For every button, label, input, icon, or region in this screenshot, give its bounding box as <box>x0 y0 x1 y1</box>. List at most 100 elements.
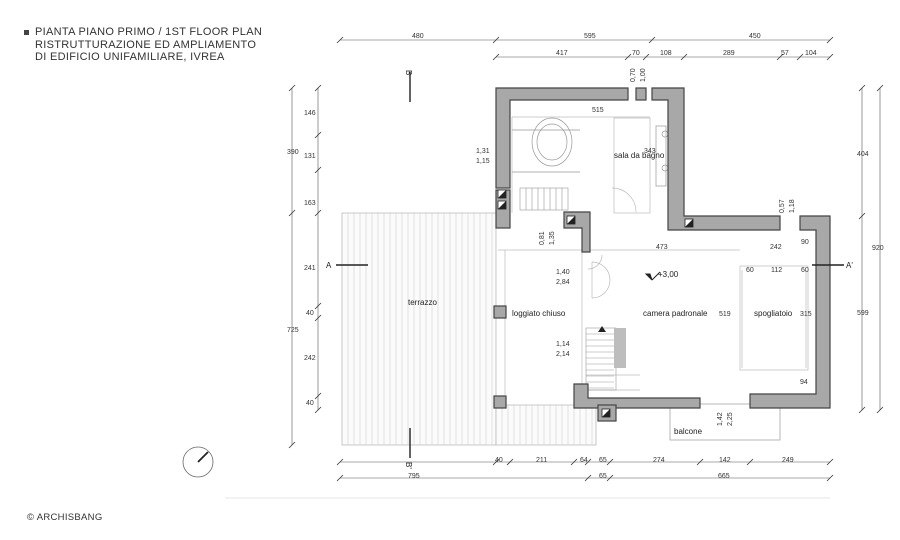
dim-left-241: 241 <box>304 265 316 272</box>
dimension-tick <box>314 406 322 414</box>
dim-bath-343: 343 <box>644 148 656 155</box>
dimension-tick <box>680 53 688 61</box>
dim-bot-142: 142 <box>719 457 731 464</box>
room-label-master: camera padronale <box>643 309 708 318</box>
dim-left-242: 242 <box>304 355 316 362</box>
dim-left-725: 725 <box>287 327 299 334</box>
dimension-tick <box>314 392 322 400</box>
room-label-terrace: terrazzo <box>408 298 437 307</box>
dimension-tick <box>624 53 632 61</box>
dim-right-404: 404 <box>857 151 869 158</box>
dim-win-stair-a: 0,81 <box>539 231 546 245</box>
dim-242: 242 <box>770 244 782 251</box>
room-label-balcony: balcone <box>674 427 703 436</box>
dimension-tick <box>288 84 296 92</box>
dim-left-40: 40 <box>306 310 314 317</box>
dimension-tick <box>314 209 322 217</box>
dim-top-289: 289 <box>723 50 735 57</box>
dim-right-920: 920 <box>872 245 884 252</box>
dimension-tick <box>696 458 704 466</box>
dim-top-450: 450 <box>749 33 761 40</box>
dim-top-104: 104 <box>805 50 817 57</box>
dimension-tick <box>858 212 866 220</box>
dim-519: 519 <box>719 311 731 318</box>
dimension-tick <box>492 53 500 61</box>
dim-top-108: 108 <box>660 50 672 57</box>
chimney-markers <box>497 189 694 418</box>
dimension-tick <box>288 209 296 217</box>
dimension-tick <box>314 314 322 322</box>
dimension-tick <box>796 53 804 61</box>
dim-bot-64: 64 <box>580 457 588 464</box>
dimension-tick <box>776 53 784 61</box>
dim-win-top-b: 1,00 <box>640 68 647 82</box>
dimension-tick <box>314 131 322 139</box>
dim-bot-249: 249 <box>782 457 794 464</box>
dimension-tick <box>506 458 514 466</box>
dim-bot-65b: 65 <box>599 473 607 480</box>
dim-bot-665: 665 <box>718 473 730 480</box>
section-label-b-prime: B' <box>404 462 413 469</box>
drawing-title: PIANTA PIANO PRIMO / 1ST FLOOR PLAN RIST… <box>24 26 262 64</box>
section-cuts <box>336 72 844 458</box>
north-arrow-icon <box>182 446 214 478</box>
dim-win-right-a: 0,57 <box>779 199 786 213</box>
dimension-tick <box>858 84 866 92</box>
dim-left-390: 390 <box>287 149 299 156</box>
dimension-tick <box>826 36 834 44</box>
room-label-dressing: spogliatoio <box>754 309 793 318</box>
dim-door-a: 1,40 <box>556 269 570 276</box>
dim-60a: 60 <box>746 267 754 274</box>
dimension-tick <box>606 474 614 482</box>
dimension-tick <box>584 458 592 466</box>
copyright: © ARCHISBANG <box>27 512 103 523</box>
level-label: +3,00 <box>658 270 679 279</box>
dimension-tick <box>876 84 884 92</box>
dim-bot-40: 40 <box>495 457 503 464</box>
dim-left-163: 163 <box>304 200 316 207</box>
dim-win-bath-a: 1,31 <box>476 148 490 155</box>
dim-top-70: 70 <box>632 50 640 57</box>
dim-60b: 60 <box>801 267 809 274</box>
dim-win-top-a: 0,70 <box>630 68 637 82</box>
dim-top-595: 595 <box>584 33 596 40</box>
dim-left-146: 146 <box>304 110 316 117</box>
dim-left-131: 131 <box>304 153 316 160</box>
dimension-tick <box>288 441 296 449</box>
dimension-tick <box>492 458 500 466</box>
dimension-tick <box>826 53 834 61</box>
dim-94: 94 <box>800 379 808 386</box>
dim-win-bath-b: 1,15 <box>476 158 490 165</box>
dim-top-417: 417 <box>556 50 568 57</box>
dimension-tick <box>314 84 322 92</box>
dim-473: 473 <box>656 244 668 251</box>
dim-bath-515: 515 <box>592 107 604 114</box>
dim-112: 112 <box>771 267 782 274</box>
dimension-tick <box>642 53 650 61</box>
section-label-a-prime: A' <box>846 261 853 270</box>
walls <box>493 87 831 422</box>
dim-90: 90 <box>801 239 809 246</box>
dim-door-b: 2,84 <box>556 279 570 286</box>
dimension-tick <box>336 36 344 44</box>
dim-balc-a: 1,42 <box>717 412 724 426</box>
interior-lines <box>498 116 809 441</box>
dimension-tick <box>606 458 614 466</box>
dimension-tick <box>336 474 344 482</box>
dimension-tick <box>314 166 322 174</box>
room-label-loggia: loggiato chiuso <box>512 309 566 318</box>
dim-top-57: 57 <box>781 50 789 57</box>
dimension-tick <box>584 474 592 482</box>
dim-win-stair-b: 1,35 <box>549 231 556 245</box>
dimension-tick <box>336 458 344 466</box>
dimension-tick <box>570 458 578 466</box>
section-label-b: B <box>404 70 413 75</box>
dim-bot-211: 211 <box>536 457 547 464</box>
dim-right-599: 599 <box>857 310 869 317</box>
dimension-tick <box>826 474 834 482</box>
staircase <box>519 187 640 391</box>
terrace-deck <box>341 212 597 446</box>
dim-win-right-b: 1,18 <box>789 199 796 213</box>
title-line-2: RISTRUTTURAZIONE ED AMPLIAMENTO <box>35 38 257 51</box>
